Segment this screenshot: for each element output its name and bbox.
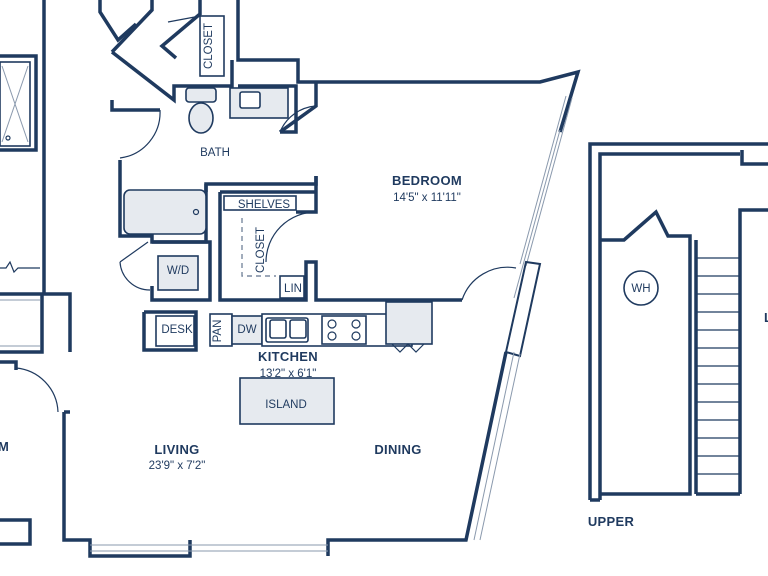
cooktop <box>321 315 367 345</box>
closet-door-swing <box>265 211 317 263</box>
kitchen-label: KITCHEN <box>258 349 318 364</box>
dishwasher-label: DW <box>237 324 256 336</box>
sink <box>239 91 261 109</box>
pantry-label: PAN <box>212 320 224 343</box>
bath-label: BATH <box>200 147 230 159</box>
labels: BEDROOM 14'5" x 11'11" BATH SHELVES CLOS… <box>0 23 768 529</box>
dining-label: DINING <box>374 442 421 457</box>
top-closet-box <box>199 15 225 77</box>
water-heater-label: WH <box>631 283 650 295</box>
living-label: LIVING <box>154 442 199 457</box>
toilet-bowl <box>188 102 214 134</box>
living-dimensions: 23'9" x 7'2" <box>149 460 206 472</box>
kitchen-dimensions: 13'2" x 6'1" <box>260 368 317 380</box>
wd-label: W/D <box>167 265 189 277</box>
top-closet <box>167 15 225 77</box>
bathtub <box>123 189 207 235</box>
bath <box>110 50 318 244</box>
desk-label: DESK <box>161 324 193 336</box>
shelves-box <box>223 195 297 211</box>
stairs <box>696 257 740 475</box>
closet-top-label: CLOSET <box>203 23 215 69</box>
kitchen <box>142 301 433 425</box>
neighbor-door-swing <box>15 367 59 413</box>
closet-mid-label: CLOSET <box>255 227 267 273</box>
washer-dryer <box>157 255 199 291</box>
shelves-label: SHELVES <box>238 199 291 211</box>
water-heater <box>623 270 659 306</box>
bath-door-swing <box>119 109 161 159</box>
bedroom-walls <box>218 82 517 302</box>
bedroom-label: BEDROOM <box>392 173 462 188</box>
upper-label: UPPER <box>588 514 635 529</box>
neighbor-unit-left <box>0 54 59 546</box>
right-edge-fragment: L <box>764 310 768 325</box>
island-box <box>239 377 335 425</box>
left-edge-fragment: M <box>0 439 9 454</box>
outer-walls <box>42 0 581 558</box>
desk-box <box>155 315 195 347</box>
toilet-tank <box>185 87 217 103</box>
island-label: ISLAND <box>265 399 307 411</box>
refrigerator <box>385 301 433 345</box>
bedroom-dimensions: 14'5" x 11'11" <box>393 192 461 204</box>
upper-level <box>588 142 768 502</box>
linen-label: LIN <box>284 283 302 295</box>
bedroom-door-swing <box>461 266 517 301</box>
laundry <box>119 240 212 302</box>
linen-closet <box>279 275 305 299</box>
